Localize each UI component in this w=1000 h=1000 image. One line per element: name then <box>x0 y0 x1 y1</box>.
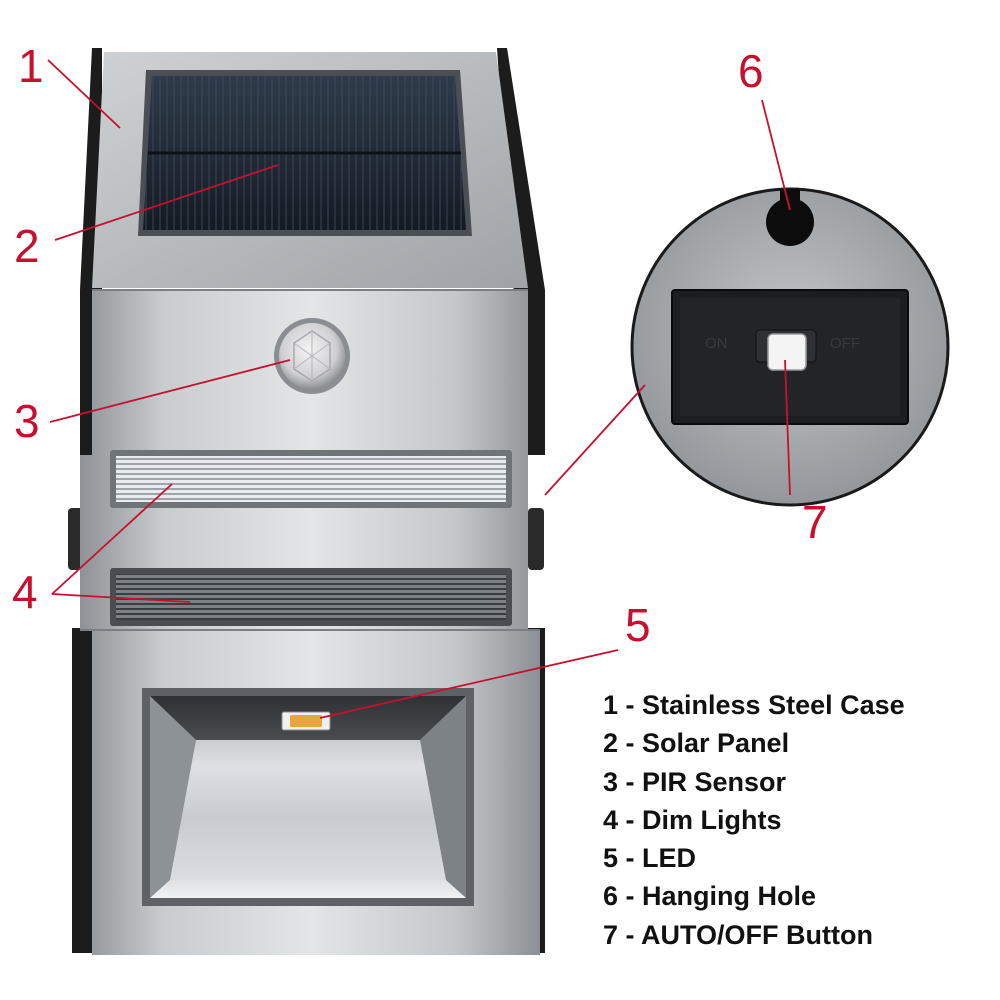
case-edge-lower-left <box>72 628 92 953</box>
callout-numbers: 1 2 3 4 5 6 7 <box>12 40 828 651</box>
legend-item-pir-sensor: 3 - PIR Sensor <box>603 766 787 797</box>
solar-light-unit <box>68 48 545 955</box>
callout-number-4: 4 <box>12 566 38 618</box>
switch-housing: ON OFF <box>671 289 909 425</box>
callout-lines <box>47 59 791 719</box>
inset-magnified-view: ON OFF <box>630 187 950 507</box>
legend: 1 - Stainless Steel Case 2 - Solar Panel… <box>603 686 905 954</box>
callout-number-6: 6 <box>738 45 764 97</box>
callout-number-2: 2 <box>14 220 40 272</box>
dim-light-strip-lower <box>110 568 512 626</box>
inset-leader-line <box>544 384 646 496</box>
auto-off-button[interactable] <box>767 333 807 371</box>
led-chip <box>281 711 331 731</box>
legend-item-led: 5 - LED <box>603 843 697 874</box>
legend-item-solar-panel: 2 - Solar Panel <box>603 728 790 759</box>
callout-number-3: 3 <box>14 395 40 447</box>
led-reflector <box>142 688 474 906</box>
callout-number-1: 1 <box>18 40 44 92</box>
switch-off-label: OFF <box>830 335 860 352</box>
side-bracket-right <box>528 508 544 570</box>
callout-number-5: 5 <box>625 599 651 651</box>
pir-sensor <box>274 318 350 394</box>
callout-number-7: 7 <box>802 496 828 548</box>
switch-on-label: ON <box>705 335 728 352</box>
dim-light-strip-upper <box>110 450 512 508</box>
legend-item-stainless-steel-case: 1 - Stainless Steel Case <box>603 690 905 720</box>
legend-item-hanging-hole: 6 - Hanging Hole <box>603 881 817 912</box>
legend-item-auto-off-button: 7 - AUTO/OFF Button <box>603 919 873 950</box>
legend-item-dim-lights: 4 - Dim Lights <box>603 804 782 835</box>
solar-panel <box>138 70 472 236</box>
hanging-hole <box>766 189 814 246</box>
